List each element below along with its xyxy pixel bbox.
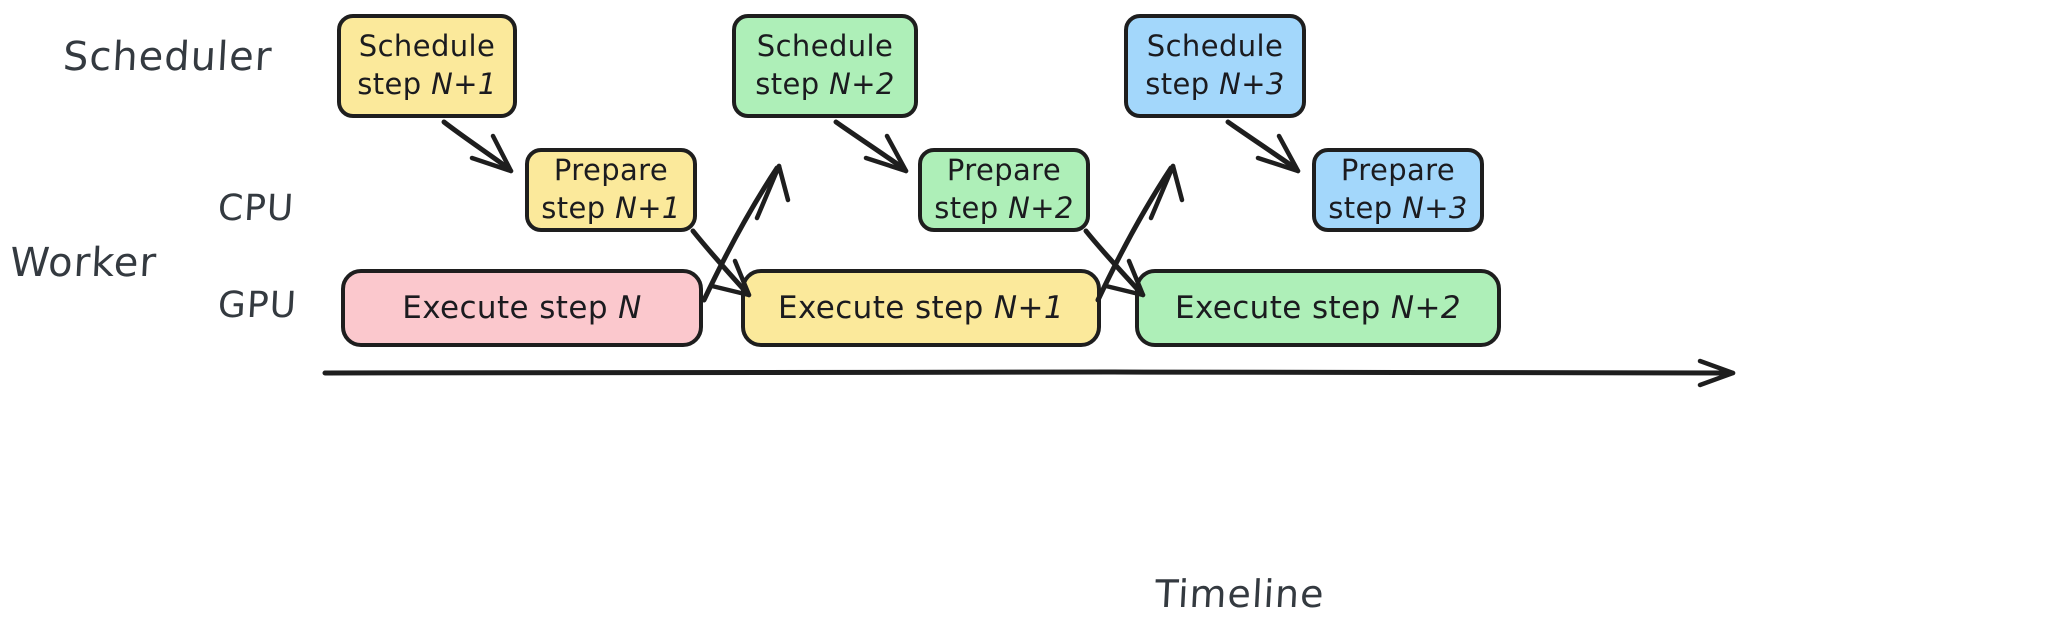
prepare-step-n1-line2: step N+1 — [541, 190, 681, 228]
prepare-step-n3-line2-var: N+3 — [1402, 191, 1468, 225]
execute-step-n2-label: Execute step N+2 — [1175, 288, 1461, 328]
schedule-step-n3-line1: Schedule — [1146, 29, 1284, 64]
arrow-schedule-n2-to-prepare-n2 — [833, 119, 909, 174]
execute-step-n1-bar[interactable]: Execute step N+1 — [741, 269, 1101, 347]
prepare-step-n2-box[interactable]: Prepare step N+2 — [918, 148, 1090, 232]
schedule-step-n2-line2-var: N+2 — [829, 67, 895, 101]
prepare-step-n3-line2-prefix: step — [1328, 191, 1403, 225]
schedule-step-n1-line2: step N+1 — [357, 66, 497, 104]
schedule-step-n1-box[interactable]: Schedule step N+1 — [337, 14, 517, 118]
prepare-step-n3-line2: step N+3 — [1328, 190, 1468, 228]
prepare-step-n3-box[interactable]: Prepare step N+3 — [1312, 148, 1484, 232]
schedule-step-n2-line1: Schedule — [756, 29, 894, 64]
prepare-step-n1-box[interactable]: Prepare step N+1 — [525, 148, 697, 232]
prepare-step-n1-line1: Prepare — [553, 153, 669, 188]
axis-label-timeline: Timeline — [1153, 572, 1326, 616]
execute-step-n-var: N — [618, 289, 642, 326]
schedule-step-n3-line2-var: N+3 — [1219, 67, 1285, 101]
lane-label-scheduler: Scheduler — [61, 34, 274, 80]
execute-step-n2-var: N+2 — [1390, 289, 1462, 326]
execute-step-n-bar[interactable]: Execute step N — [341, 269, 703, 347]
schedule-step-n3-line2: step N+3 — [1145, 66, 1285, 104]
execute-step-n1-label: Execute step N+1 — [778, 288, 1064, 328]
schedule-step-n3-box[interactable]: Schedule step N+3 — [1124, 14, 1306, 118]
schedule-step-n1-line2-var: N+1 — [431, 67, 497, 101]
schedule-step-n2-line2-prefix: step — [755, 67, 830, 101]
execute-step-n-label: Execute step N — [402, 288, 642, 328]
schedule-step-n3-line2-prefix: step — [1145, 67, 1220, 101]
prepare-step-n2-line2: step N+2 — [934, 190, 1074, 228]
lane-label-cpu: CPU — [216, 188, 296, 229]
execute-step-n2-bar[interactable]: Execute step N+2 — [1135, 269, 1501, 347]
execute-step-n1-prefix: Execute step — [777, 289, 994, 326]
prepare-step-n1-line2-var: N+1 — [615, 191, 681, 225]
arrow-schedule-n3-to-prepare-n3 — [1225, 119, 1301, 174]
schedule-step-n1-line2-prefix: step — [357, 67, 432, 101]
timeline-axis-arrow — [322, 358, 1736, 388]
execute-step-n2-prefix: Execute step — [1174, 289, 1391, 326]
prepare-step-n1-line2-prefix: step — [541, 191, 616, 225]
prepare-step-n2-line2-prefix: step — [934, 191, 1009, 225]
execute-step-n-prefix: Execute step — [402, 289, 619, 326]
lane-label-gpu: GPU — [216, 285, 299, 326]
prepare-step-n2-line1: Prepare — [946, 153, 1062, 188]
prepare-step-n2-line2-var: N+2 — [1008, 191, 1074, 225]
prepare-step-n3-line1: Prepare — [1340, 153, 1456, 188]
arrow-schedule-n1-to-prepare-n1 — [441, 119, 514, 174]
execute-step-n1-var: N+1 — [993, 289, 1065, 326]
schedule-step-n2-line2: step N+2 — [755, 66, 895, 104]
schedule-step-n2-box[interactable]: Schedule step N+2 — [732, 14, 918, 118]
schedule-step-n1-line1: Schedule — [358, 29, 496, 64]
lane-label-worker: Worker — [8, 240, 159, 286]
